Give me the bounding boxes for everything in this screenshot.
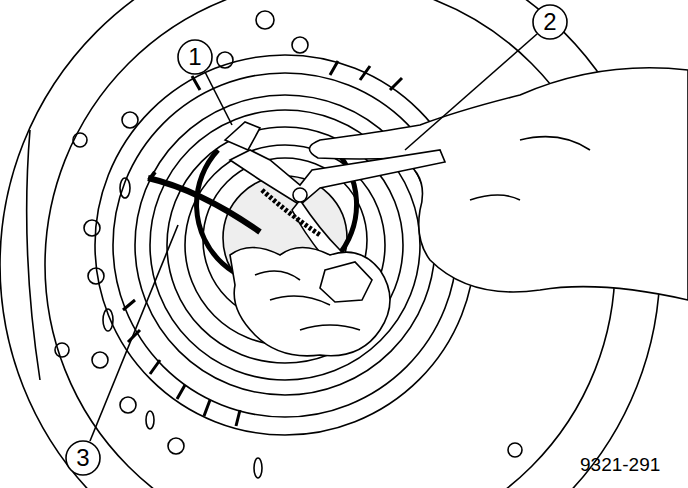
callout-marks: [66, 5, 567, 475]
housing-edge: [27, 130, 40, 380]
callout-number: 2: [543, 10, 556, 34]
snap-ring-end: [148, 178, 260, 232]
hex-nut: [320, 262, 372, 302]
callout-number: 3: [76, 446, 89, 470]
callout-number: 1: [188, 45, 201, 69]
clutch-drum: [95, 55, 475, 435]
lower-hand: [230, 248, 390, 356]
figure-number: 9321-291: [580, 455, 660, 474]
